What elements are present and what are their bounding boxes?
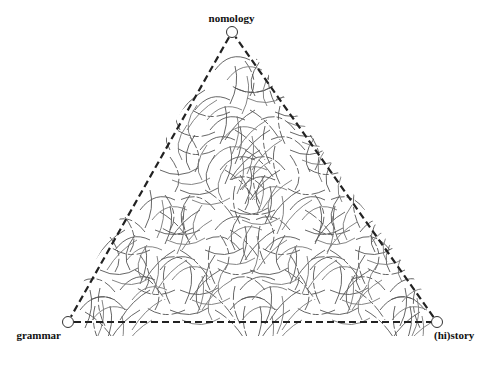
vertex-label: (hi)story xyxy=(434,329,474,341)
vertex-label: grammar xyxy=(16,329,61,341)
vertex-circle: nomology xyxy=(226,26,238,38)
dashed-line xyxy=(71,37,229,317)
dashed-line xyxy=(74,321,431,323)
vertex-circle: grammar xyxy=(62,316,74,328)
vertex-label: nomology xyxy=(209,12,255,24)
dashed-line xyxy=(235,37,433,317)
dashed-side xyxy=(74,322,431,323)
vertex-circle: (hi)story xyxy=(431,316,443,328)
scribble-curves-offset xyxy=(92,67,437,354)
dashed-side xyxy=(71,37,229,317)
dashed-side xyxy=(235,37,433,317)
scribble-curves xyxy=(80,57,425,344)
scribble-curves-mirrored xyxy=(80,57,425,344)
